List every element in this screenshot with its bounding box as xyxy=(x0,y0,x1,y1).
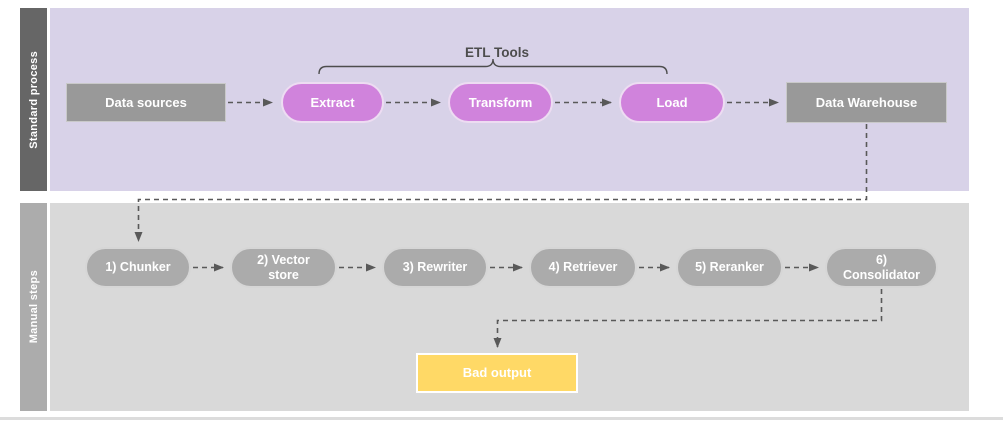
lane-header-manual-steps: Manual steps xyxy=(20,203,47,411)
etl-tools-caption: ETL Tools xyxy=(465,45,529,60)
node-retriever: 4) Retriever xyxy=(529,247,637,288)
node-rewriter: 3) Rewriter xyxy=(382,247,488,288)
node-vector-store: 2) Vector store xyxy=(230,247,337,288)
bottom-divider xyxy=(0,417,1003,420)
lane-header-standard-process: Standard process xyxy=(20,8,47,191)
node-reranker: 5) Reranker xyxy=(676,247,783,288)
node-data-warehouse: Data Warehouse xyxy=(786,82,947,123)
lane-label-standard-process: Standard process xyxy=(27,50,40,149)
node-consolidator: 6) Consolidator xyxy=(825,247,938,288)
node-transform: Transform xyxy=(448,82,553,123)
node-load: Load xyxy=(619,82,725,123)
node-bad-output: Bad output xyxy=(416,353,578,393)
node-chunker: 1) Chunker xyxy=(85,247,191,288)
lane-label-manual-steps: Manual steps xyxy=(27,270,40,344)
node-extract: Extract xyxy=(281,82,384,123)
node-data-sources: Data sources xyxy=(66,83,226,122)
